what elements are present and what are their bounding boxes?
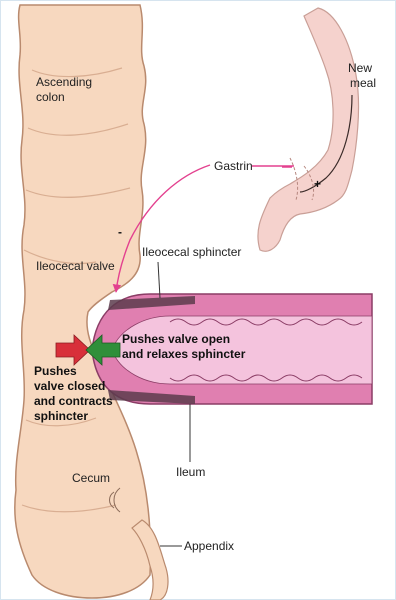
- pushes-open-label: Pushes valve open and relaxes sphincter: [122, 332, 246, 361]
- ileum-label: Ileum: [176, 465, 205, 479]
- new-meal-label: New meal: [348, 61, 376, 90]
- ileocecal-sphincter-label: Ileocecal sphincter: [142, 245, 241, 259]
- cecum-label: Cecum: [72, 471, 110, 485]
- gastrin-label: Gastrin: [214, 159, 253, 173]
- sphincter-leader: [158, 262, 160, 298]
- ileocecal-valve-label: Ileocecal valve: [36, 259, 115, 273]
- plus-sign: +: [314, 177, 321, 191]
- stomach-shape: [258, 8, 359, 251]
- minus-sign: -: [118, 225, 122, 239]
- appendix-label: Appendix: [184, 539, 234, 553]
